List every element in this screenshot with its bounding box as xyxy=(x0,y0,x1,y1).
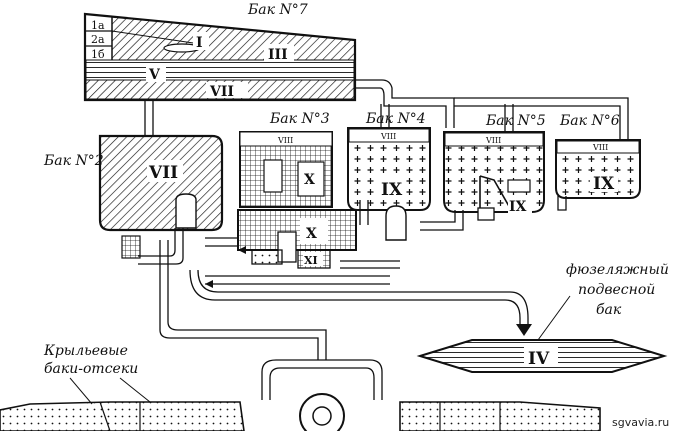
compartment-1a-label: 1a xyxy=(91,19,105,32)
tank-7: 1a 2a 1б I III V VII Бак N°7 xyxy=(83,2,357,102)
compartment-2a-label: 2a xyxy=(91,33,105,46)
tank2-zone-VII: VII xyxy=(148,163,178,183)
tank4-zone-IX: IX xyxy=(381,180,403,200)
tank6-zone-IX: IX xyxy=(593,174,615,194)
tank2-label: Бак N°2 xyxy=(43,153,104,169)
center-unit: X XI xyxy=(205,209,357,288)
wing-label-line2: баки-отсеки xyxy=(44,361,138,377)
tank5-label: Бак N°5 xyxy=(485,113,546,129)
tank-4: VIII IX Бак N°4 xyxy=(347,111,431,241)
tank4-label: Бак N°4 xyxy=(365,111,426,127)
center-zone-X: X xyxy=(306,226,317,242)
tank-5: VIII IX Бак N°5 xyxy=(443,113,546,221)
tank7-zone-VII: VII xyxy=(209,84,234,100)
tank6-label: Бак N°6 xyxy=(559,113,620,129)
watermark: sgvavia.ru xyxy=(612,416,669,429)
tank7-zone-V: V xyxy=(148,67,161,83)
zone-XI: XI xyxy=(304,254,318,267)
compartment-1b-label: 1б xyxy=(91,48,105,61)
tank7-zone-III: III xyxy=(268,47,288,63)
fuselage-zone-IV: IV xyxy=(528,349,550,369)
fuselage-drop-tank: IV фюзеляжный подвесной бак xyxy=(416,262,669,373)
tank3-label: Бак N°3 xyxy=(269,111,330,127)
tank5-top-label: VIII xyxy=(485,136,501,145)
fuselage-label-line2: подвесной xyxy=(578,282,655,298)
tank-2: VII Бак N°2 xyxy=(43,134,224,259)
tank7-zone-I: I xyxy=(196,35,203,51)
tank7-label: Бак N°7 xyxy=(247,2,308,18)
pipes xyxy=(138,79,629,400)
wing-label-line1: Крыльевые xyxy=(43,343,128,359)
tank-3: VIII X Бак N°3 xyxy=(239,111,333,208)
fuselage-label-line1: фюзеляжный xyxy=(566,262,669,278)
wing-tanks: Крыльевые баки-отсеки xyxy=(0,343,601,431)
tank3-zone-X: X xyxy=(304,172,315,188)
tank6-top-label: VIII xyxy=(592,143,608,152)
tank5-zone-IX: IX xyxy=(509,199,527,215)
fuselage-label-line3: бак xyxy=(596,302,622,318)
tank-6: VIII IX Бак N°6 xyxy=(555,113,641,199)
tank3-top-label: VIII xyxy=(277,136,293,145)
tank4-top-label: VIII xyxy=(380,132,396,141)
